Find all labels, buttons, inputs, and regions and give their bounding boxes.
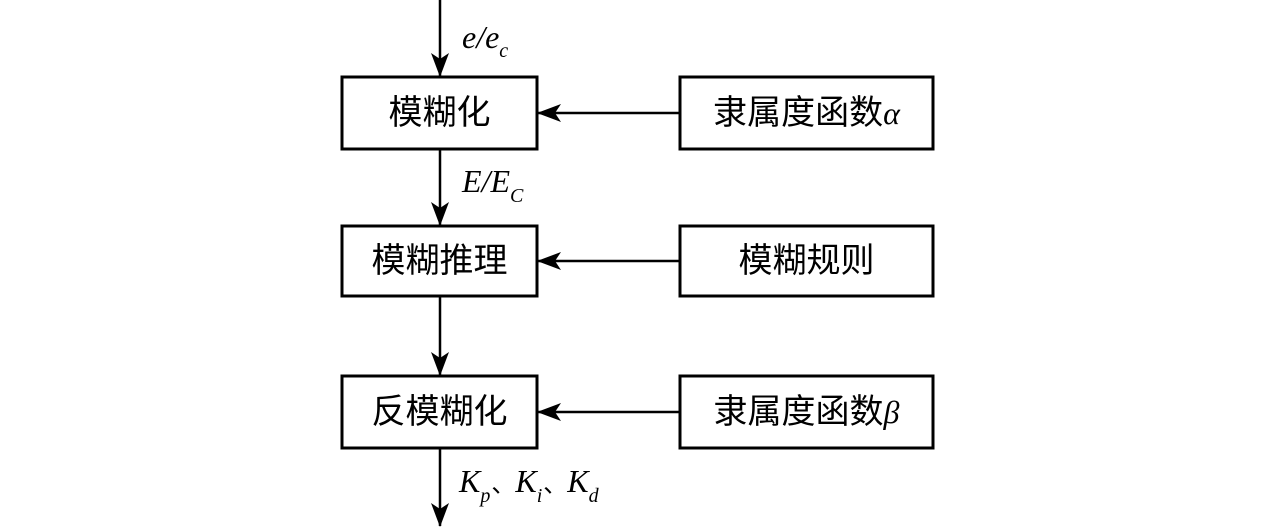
inference-label: 模糊推理: [372, 241, 508, 281]
fuzzify-box: [340, 75, 539, 151]
kd-base: K: [566, 463, 590, 499]
alpha-symbol: α: [883, 95, 901, 131]
fuzzy-signal-sub: C: [510, 185, 524, 207]
input-signal-base: e/e: [462, 19, 499, 55]
fuzzy-signal-label: E/EC: [461, 163, 524, 207]
membership-beta-box: [678, 374, 935, 450]
fuzzy-signal-base: E/E: [461, 163, 510, 199]
input-signal-label: e/ec: [462, 19, 508, 62]
beta-symbol: β: [883, 394, 900, 430]
membership-alpha-text: 隶属度函数: [713, 93, 883, 133]
ki-base: K: [514, 463, 538, 499]
fuzzify-label: 模糊化: [389, 93, 491, 133]
membership-alpha-box: [678, 75, 935, 151]
defuzzify-label: 反模糊化: [372, 392, 508, 432]
output-signal-label: Kp、Ki、Kd: [458, 463, 600, 507]
defuzzify-box: [340, 374, 539, 450]
membership-alpha-label: 隶属度函数α: [713, 93, 901, 133]
membership-beta-text: 隶属度函数: [714, 392, 884, 432]
kp-sub: p: [478, 485, 490, 507]
rules-box: [678, 224, 935, 298]
inference-box: [340, 224, 539, 298]
output-separator-1: 、: [491, 470, 515, 498]
kp-base: K: [458, 463, 482, 499]
output-separator-2: 、: [543, 470, 567, 498]
kd-sub: d: [589, 485, 600, 507]
rules-label: 模糊规则: [739, 241, 875, 281]
membership-beta-label: 隶属度函数β: [714, 392, 900, 432]
ki-sub: i: [537, 485, 543, 507]
input-signal-sub: c: [499, 40, 508, 62]
